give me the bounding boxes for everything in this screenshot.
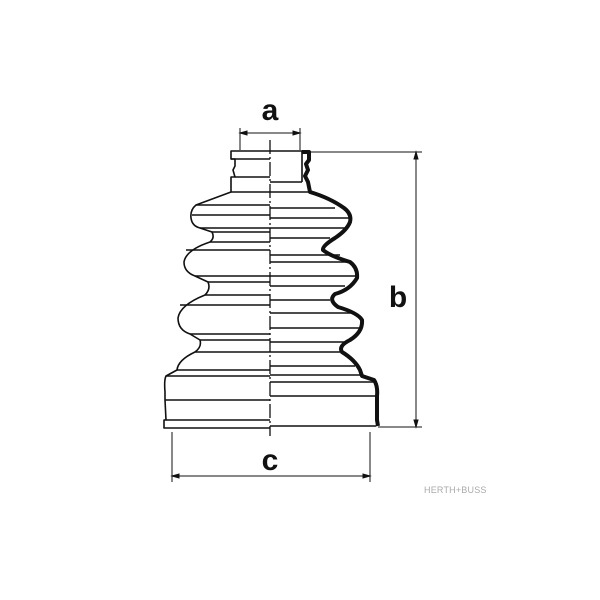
boot-right-outline bbox=[302, 150, 380, 427]
dimension-a-arrows bbox=[238, 130, 302, 136]
dimension-label-a: a bbox=[262, 94, 279, 127]
boot-right-inner bbox=[270, 150, 376, 427]
dimension-b-arrows bbox=[413, 150, 419, 429]
dimension-label-b: b bbox=[389, 281, 407, 314]
dimension-b-line bbox=[310, 151, 422, 428]
dimension-c-line bbox=[171, 432, 371, 482]
boot-left-outline bbox=[163, 150, 270, 429]
watermark: HERTH+BUSS bbox=[424, 485, 487, 495]
boot-left-hatching bbox=[165, 158, 270, 421]
dimension-c-arrows bbox=[170, 473, 372, 479]
dimension-label-c: c bbox=[262, 444, 279, 477]
dimension-a-line bbox=[239, 128, 301, 150]
